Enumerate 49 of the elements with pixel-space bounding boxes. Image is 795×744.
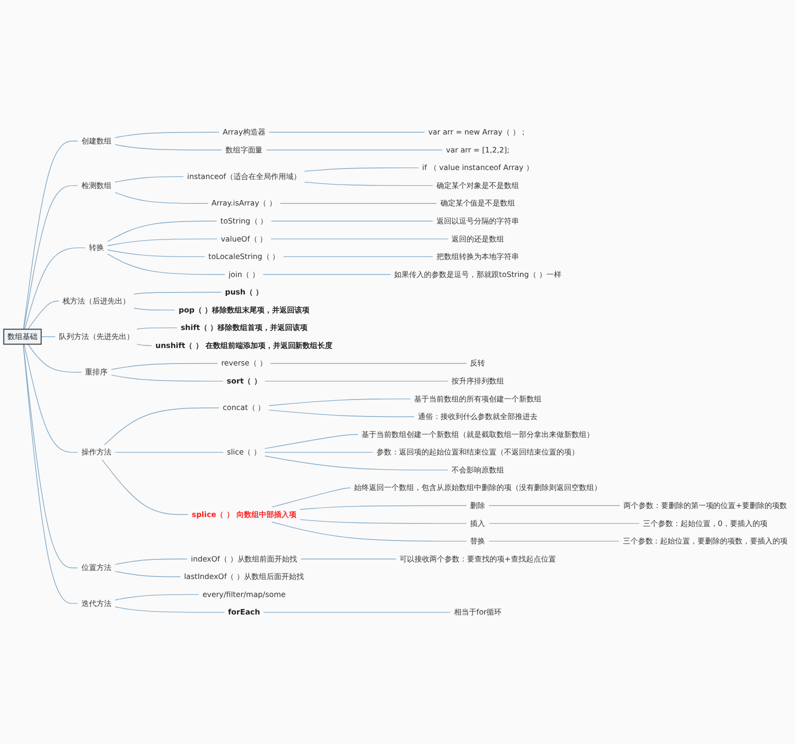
connector [488,522,640,524]
connector [111,374,224,382]
connector [111,362,218,370]
connector [107,253,226,275]
connector [28,300,60,330]
connector [114,594,200,600]
connector [107,238,218,246]
connector [107,220,218,242]
connector [23,140,78,330]
connector [114,132,220,138]
connector [24,247,86,330]
connector [102,459,188,515]
connector [114,558,188,564]
connector [264,455,448,470]
connector [114,144,222,150]
connector [136,327,178,330]
connector [107,249,205,257]
connector [270,362,467,364]
connector [114,606,225,612]
connector [24,344,78,452]
connector [300,558,396,560]
connector [28,344,82,372]
connector [133,292,222,294]
connector [488,505,620,506]
connector [268,409,414,417]
connector [300,518,467,524]
connector [114,176,184,182]
connector [264,434,358,449]
connector [272,487,351,508]
connector [104,407,220,445]
connector [271,220,434,222]
connector [300,505,467,510]
connector [114,570,181,577]
connector [283,256,434,257]
connector [136,344,152,346]
connector [133,307,176,310]
connector [114,192,208,204]
connector [262,274,391,275]
connector [488,540,620,542]
connector [264,380,448,382]
connector [266,149,443,150]
connector [280,202,437,204]
connector [268,398,411,406]
connector [304,181,434,186]
connector [272,521,467,542]
connector [270,238,448,239]
connector [40,336,56,337]
connector [304,167,419,172]
connector [23,184,78,330]
